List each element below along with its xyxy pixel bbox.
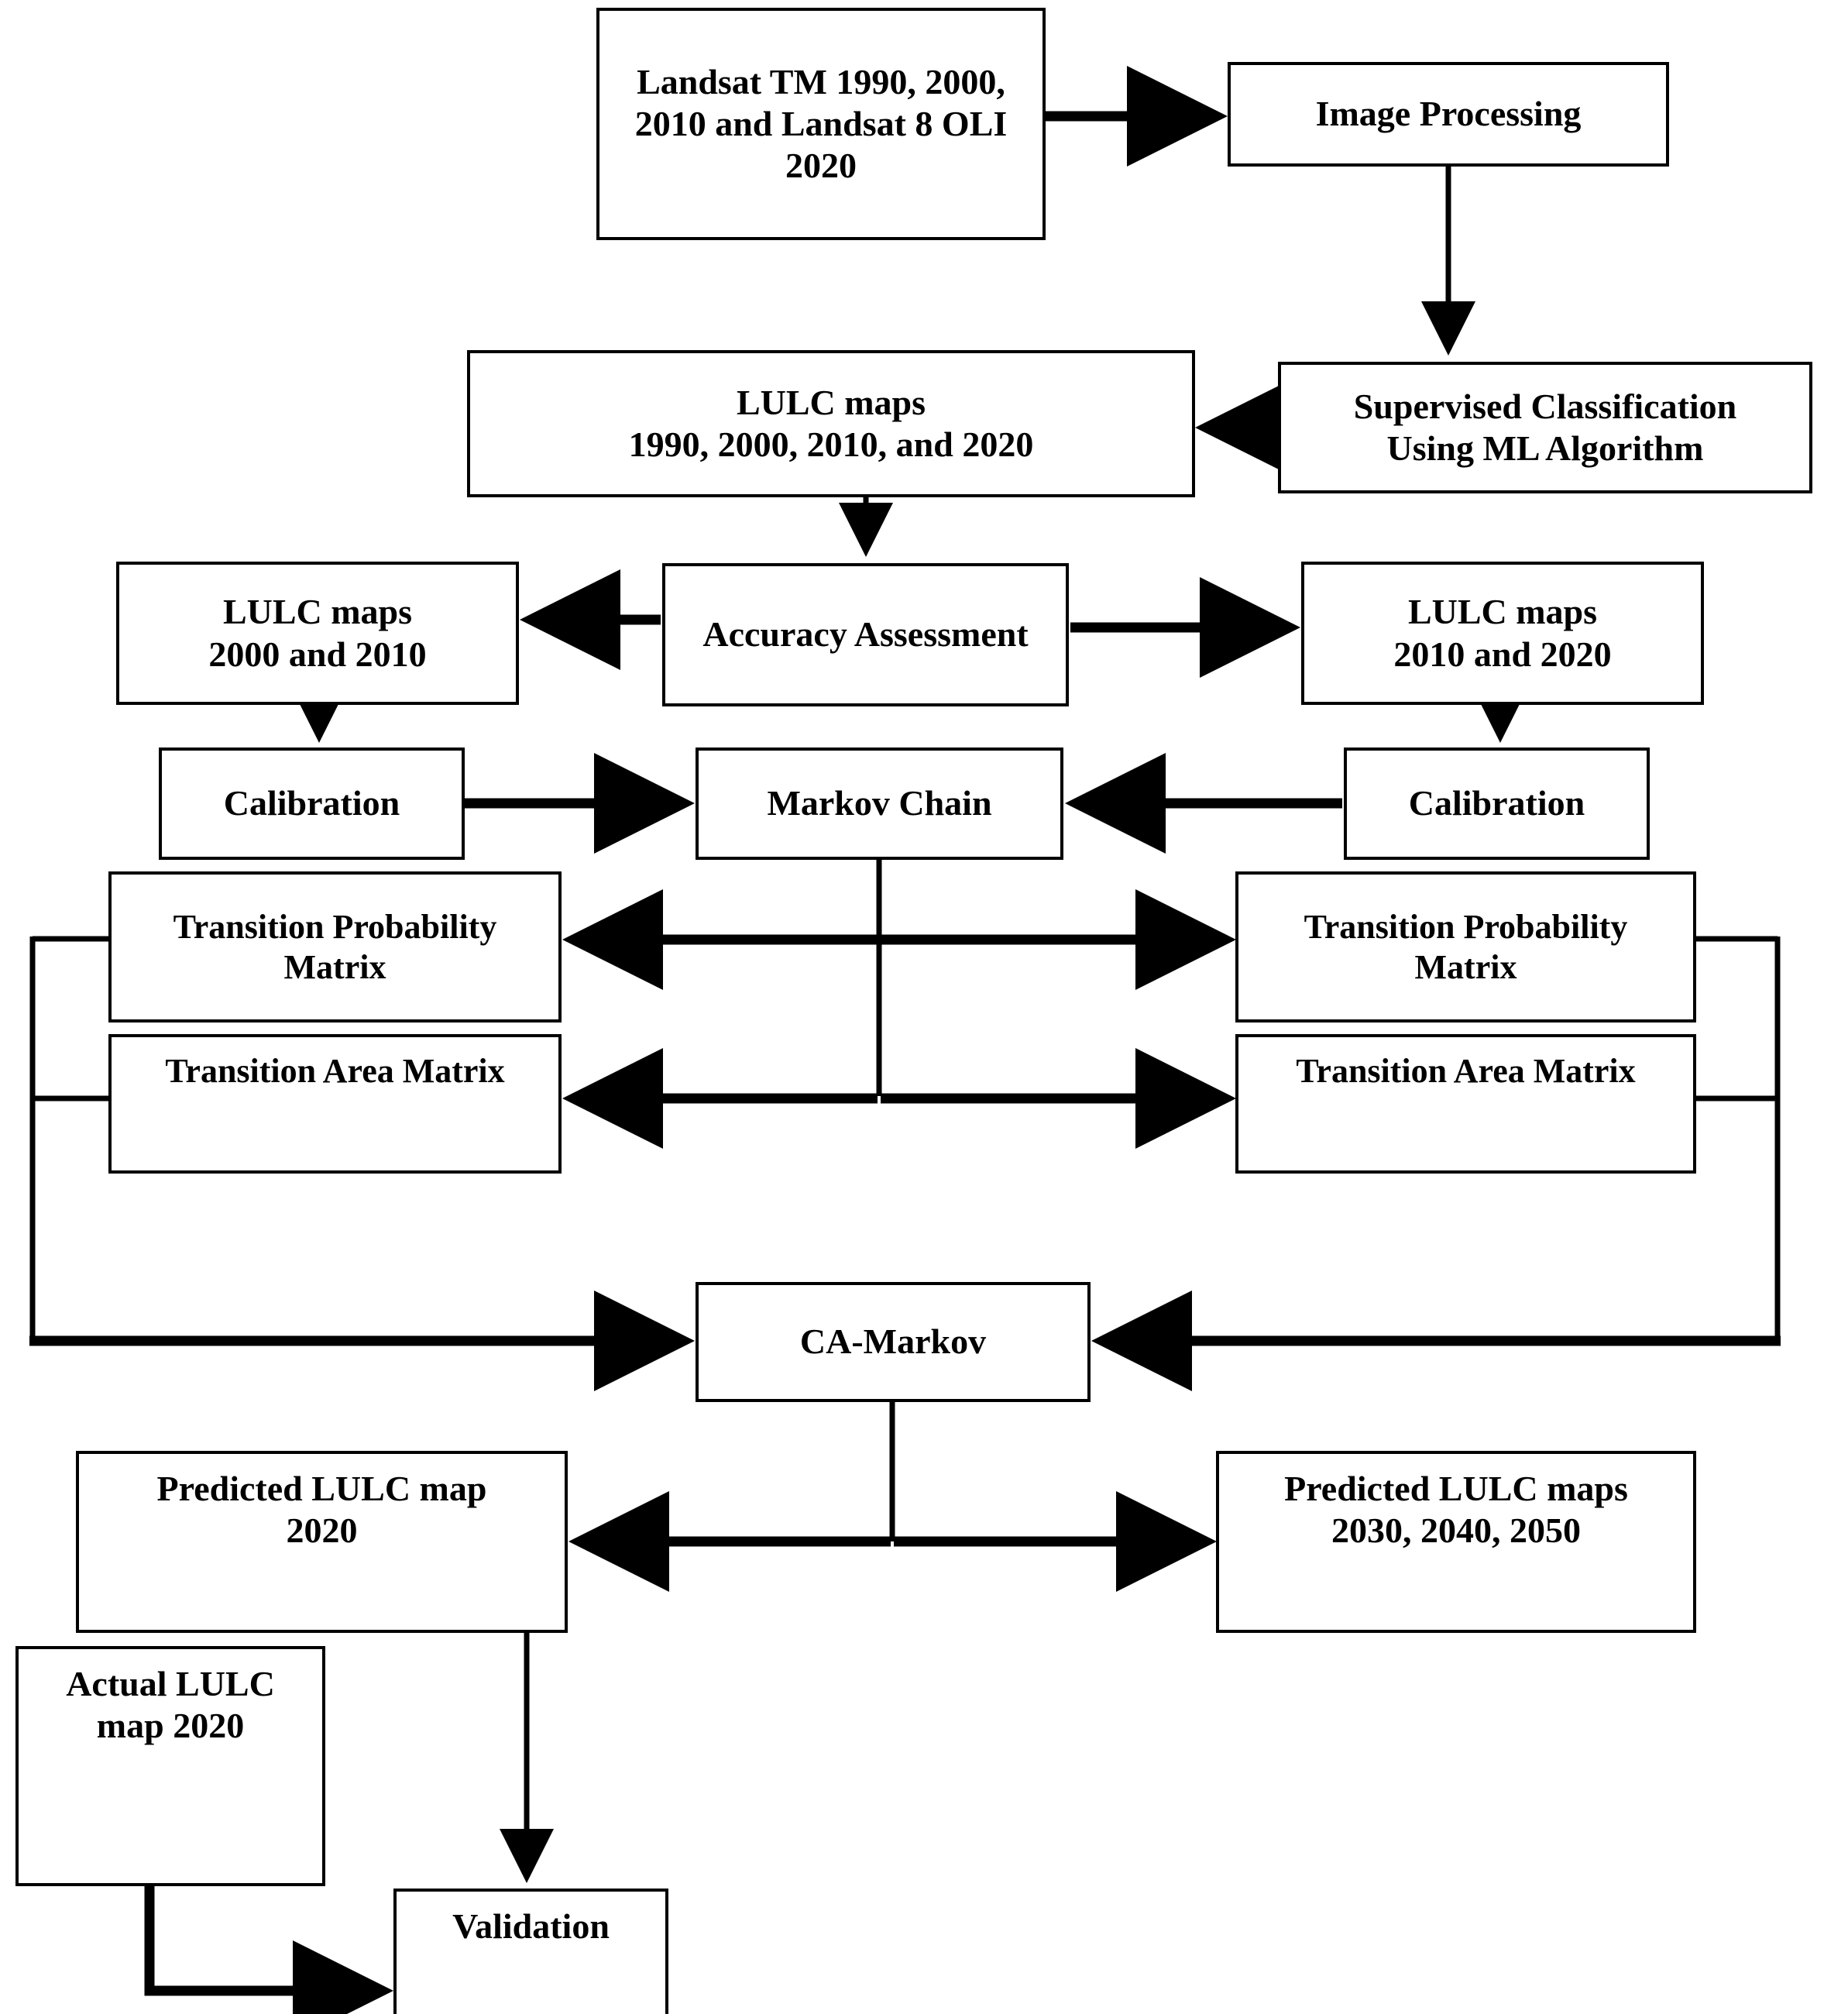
node-label: LULC maps 2000 and 2010: [208, 592, 427, 674]
node-transition-probability-matrix-right[interactable]: Transition Probability Matrix: [1235, 871, 1696, 1022]
node-label: Transition Probability Matrix: [173, 907, 497, 986]
node-image-processing[interactable]: Image Processing: [1228, 62, 1669, 167]
node-label: CA-Markov: [799, 1321, 987, 1362]
node-label: Transition Probability Matrix: [1304, 907, 1628, 986]
node-predicted-lulc-maps-future[interactable]: Predicted LULC maps 2030, 2040, 2050: [1216, 1451, 1696, 1633]
node-label: Calibration: [223, 783, 400, 823]
node-label: Markov Chain: [767, 783, 992, 823]
node-label: Supervised Classification Using ML Algor…: [1353, 386, 1737, 468]
node-landsat-source[interactable]: Landsat TM 1990, 2000, 2010 and Landsat …: [596, 8, 1046, 240]
edge-actual-2020-to-validation: [144, 1886, 393, 2014]
node-validation[interactable]: Validation: [393, 1889, 668, 2014]
node-transition-area-matrix-right[interactable]: Transition Area Matrix: [1235, 1034, 1696, 1174]
node-markov-chain[interactable]: Markov Chain: [696, 748, 1063, 860]
node-supervised-classification[interactable]: Supervised Classification Using ML Algor…: [1278, 362, 1812, 493]
node-label: Predicted LULC maps 2030, 2040, 2050: [1284, 1469, 1628, 1551]
node-label: Actual LULC map 2020: [66, 1664, 275, 1746]
node-lulc-maps-all-years[interactable]: LULC maps 1990, 2000, 2010, and 2020: [467, 350, 1195, 497]
node-label: LULC maps 1990, 2000, 2010, and 2020: [628, 382, 1034, 464]
node-predicted-lulc-map-2020[interactable]: Predicted LULC map 2020: [76, 1451, 568, 1633]
node-lulc-maps-2000-2010[interactable]: LULC maps 2000 and 2010: [116, 562, 519, 705]
node-ca-markov[interactable]: CA-Markov: [696, 1282, 1091, 1402]
node-label: Calibration: [1408, 783, 1585, 823]
node-label: Predicted LULC map 2020: [156, 1469, 487, 1551]
node-transition-probability-matrix-left[interactable]: Transition Probability Matrix: [108, 871, 562, 1022]
node-label: Landsat TM 1990, 2000, 2010 and Landsat …: [634, 61, 1008, 186]
node-label: Accuracy Assessment: [702, 614, 1029, 655]
node-label: Validation: [452, 1906, 610, 1946]
node-transition-area-matrix-left[interactable]: Transition Area Matrix: [108, 1034, 562, 1174]
node-lulc-maps-2010-2020[interactable]: LULC maps 2010 and 2020: [1301, 562, 1704, 705]
node-label: LULC maps 2010 and 2020: [1393, 592, 1612, 674]
node-label: Transition Area Matrix: [165, 1052, 505, 1090]
node-actual-lulc-map-2020[interactable]: Actual LULC map 2020: [15, 1646, 325, 1886]
node-label: Image Processing: [1315, 94, 1582, 134]
node-calibration-right[interactable]: Calibration: [1344, 748, 1650, 860]
node-accuracy-assessment[interactable]: Accuracy Assessment: [662, 563, 1069, 706]
node-label: Transition Area Matrix: [1296, 1052, 1636, 1090]
node-calibration-left[interactable]: Calibration: [159, 748, 465, 860]
